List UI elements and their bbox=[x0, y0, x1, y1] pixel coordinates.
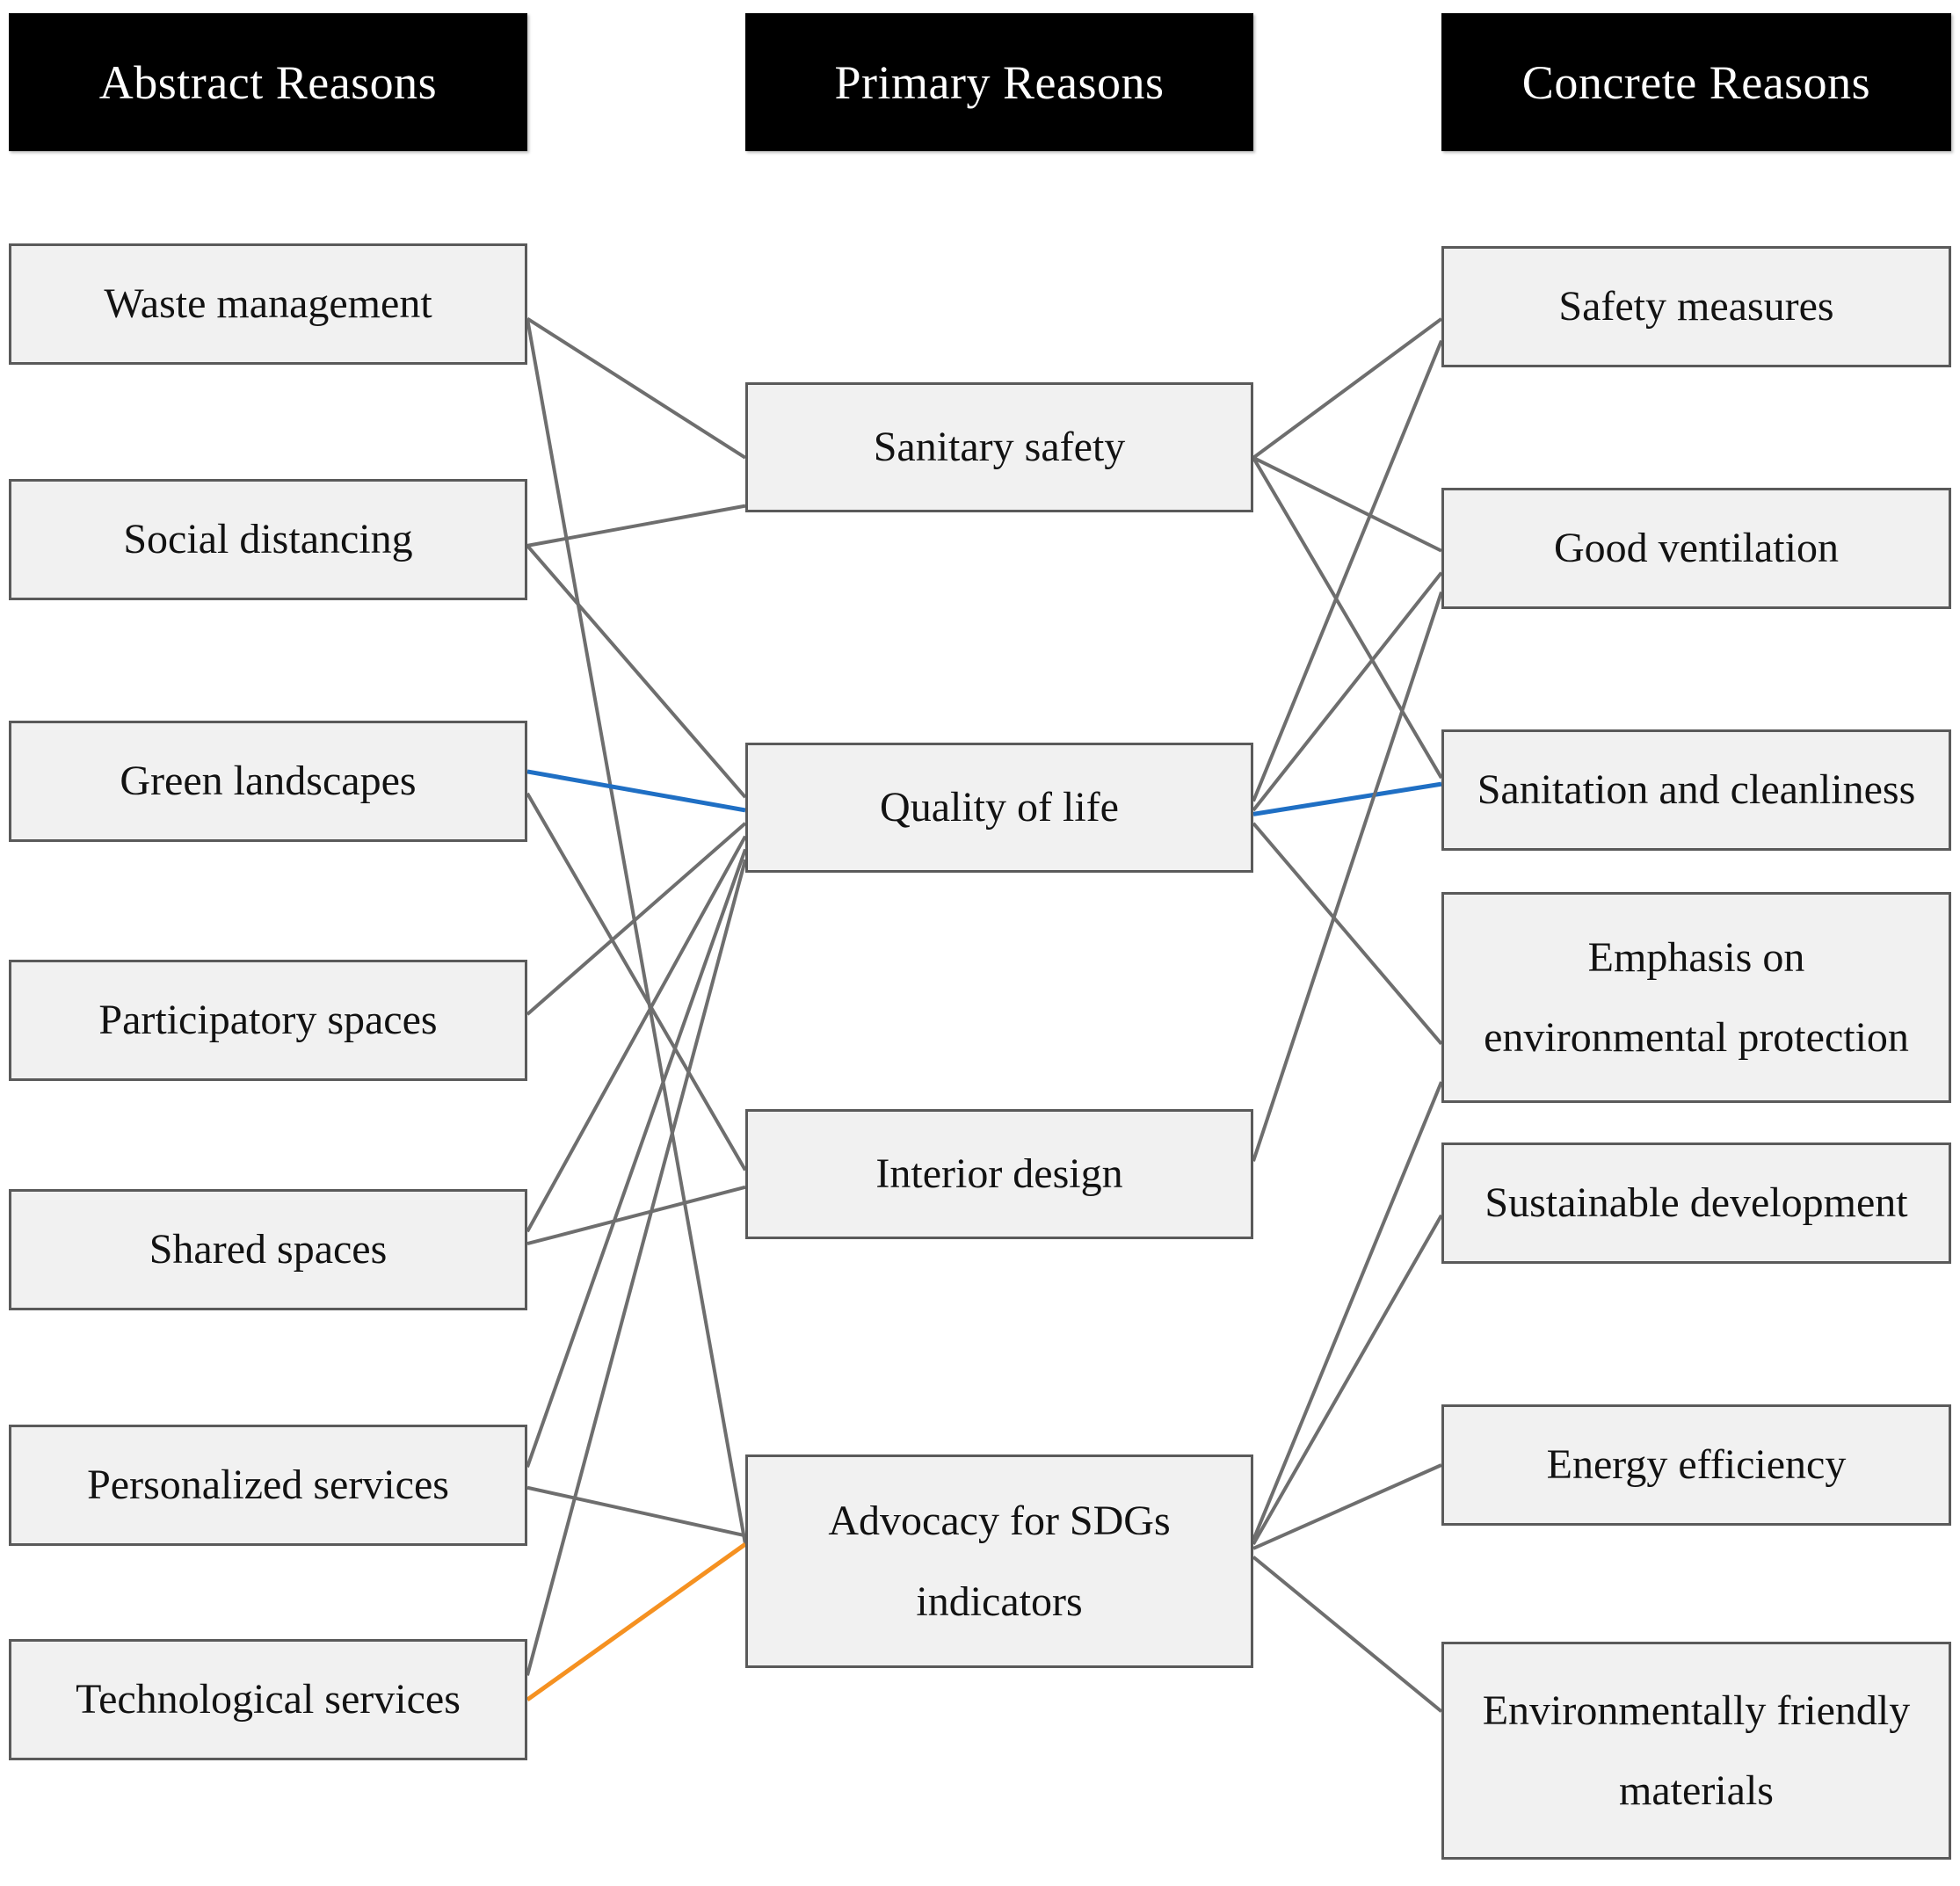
node-waste-management[interactable]: Waste management bbox=[9, 243, 527, 365]
node-good-ventilation[interactable]: Good ventilation bbox=[1441, 488, 1951, 609]
node-interior-design-label: Interior design bbox=[875, 1150, 1123, 1197]
node-advocacy-line-2: indicators bbox=[916, 1578, 1083, 1625]
header-abstract-reasons: Abstract Reasons bbox=[9, 13, 527, 151]
edge-distancing-to-quality bbox=[526, 544, 747, 799]
node-social-distancing[interactable]: Social distancing bbox=[9, 479, 527, 600]
header-primary-reasons-label: Primary Reasons bbox=[834, 55, 1165, 109]
node-waste-management-label: Waste management bbox=[104, 279, 432, 327]
header-concrete-reasons-label: Concrete Reasons bbox=[1521, 55, 1871, 109]
node-energy-efficiency-label: Energy efficiency bbox=[1546, 1440, 1847, 1488]
node-emphasis-line-2: environmental protection bbox=[1484, 1014, 1909, 1061]
node-participatory-spaces-label: Participatory spaces bbox=[98, 996, 438, 1043]
header-primary-reasons: Primary Reasons bbox=[745, 13, 1253, 151]
node-green-landscapes[interactable]: Green landscapes bbox=[9, 721, 527, 842]
edge-quality-to-safety bbox=[1252, 339, 1443, 802]
node-social-distancing-label: Social distancing bbox=[123, 515, 413, 562]
edge-participatory-to-quality bbox=[526, 822, 747, 1016]
node-emphasis-on-environmental-protection[interactable]: Emphasis on environmental protection bbox=[1441, 892, 1951, 1103]
edge-technological-to-quality bbox=[526, 859, 747, 1676]
node-sustainable-development-label: Sustainable development bbox=[1485, 1179, 1908, 1226]
node-materials-line-1: Environmentally friendly bbox=[1482, 1687, 1911, 1734]
edge-interior-to-ventilation bbox=[1252, 591, 1443, 1162]
edge-waste-to-sanitary bbox=[526, 316, 747, 460]
node-sanitary-safety-label: Sanitary safety bbox=[873, 423, 1126, 470]
edge-personalized-to-advocacy bbox=[526, 1485, 746, 1538]
node-quality-of-life[interactable]: Quality of life bbox=[745, 743, 1253, 873]
node-shared-spaces[interactable]: Shared spaces bbox=[9, 1189, 527, 1310]
node-participatory-spaces[interactable]: Participatory spaces bbox=[9, 960, 527, 1081]
node-sanitary-safety[interactable]: Sanitary safety bbox=[745, 382, 1253, 512]
edge-advocacy-to-energy bbox=[1252, 1463, 1442, 1550]
edge-quality-to-ventilation bbox=[1252, 571, 1443, 812]
node-quality-of-life-label: Quality of life bbox=[880, 783, 1119, 831]
header-abstract-reasons-label: Abstract Reasons bbox=[98, 55, 438, 109]
node-safety-measures-label: Safety measures bbox=[1558, 282, 1834, 330]
edge-green-to-interior bbox=[526, 792, 747, 1171]
edge-sanitary-to-ventilation bbox=[1252, 456, 1442, 553]
edge-green-to-quality bbox=[526, 769, 746, 813]
node-energy-efficiency[interactable]: Energy efficiency bbox=[1441, 1404, 1951, 1526]
edge-shared-to-interior bbox=[526, 1185, 746, 1246]
edge-technological-to-advocacy bbox=[526, 1542, 747, 1702]
node-good-ventilation-label: Good ventilation bbox=[1554, 524, 1839, 571]
node-technological-services-label: Technological services bbox=[76, 1675, 461, 1723]
edge-quality-to-sanitation bbox=[1252, 781, 1442, 816]
header-concrete-reasons: Concrete Reasons bbox=[1441, 13, 1951, 151]
node-safety-measures[interactable]: Safety measures bbox=[1441, 246, 1951, 367]
node-personalized-services[interactable]: Personalized services bbox=[9, 1425, 527, 1546]
node-sanitation-and-cleanliness[interactable]: Sanitation and cleanliness bbox=[1441, 729, 1951, 851]
edge-personalized-to-quality bbox=[526, 848, 747, 1468]
node-sanitation-and-cleanliness-label: Sanitation and cleanliness bbox=[1477, 765, 1916, 813]
edge-sanitary-to-safety bbox=[1252, 317, 1443, 460]
node-interior-design[interactable]: Interior design bbox=[745, 1109, 1253, 1239]
edge-distancing-to-sanitary bbox=[526, 504, 746, 548]
node-sustainable-development[interactable]: Sustainable development bbox=[1441, 1142, 1951, 1264]
node-personalized-services-label: Personalized services bbox=[87, 1461, 449, 1508]
node-environmentally-friendly-materials[interactable]: Environmentally friendly materials bbox=[1441, 1642, 1951, 1860]
node-advocacy-line-1: Advocacy for SDGs bbox=[828, 1498, 1171, 1545]
node-green-landscapes-label: Green landscapes bbox=[120, 757, 417, 804]
node-advocacy-for-sdgs-indicators[interactable]: Advocacy for SDGs indicators bbox=[745, 1454, 1253, 1668]
node-technological-services[interactable]: Technological services bbox=[9, 1639, 527, 1760]
node-shared-spaces-label: Shared spaces bbox=[149, 1225, 388, 1273]
edge-shared-to-quality bbox=[526, 835, 747, 1233]
node-materials-line-2: materials bbox=[1619, 1767, 1774, 1814]
edge-advocacy-to-emphasis bbox=[1252, 1081, 1443, 1541]
edge-waste-to-advocacy bbox=[526, 318, 747, 1545]
edge-advocacy-to-sustainable bbox=[1252, 1214, 1443, 1546]
edge-sanitary-to-sanitation bbox=[1252, 456, 1443, 780]
edge-quality-to-emphasis bbox=[1252, 822, 1443, 1046]
edge-advocacy-to-materials bbox=[1252, 1556, 1443, 1713]
node-emphasis-line-1: Emphasis on bbox=[1587, 933, 1805, 981]
